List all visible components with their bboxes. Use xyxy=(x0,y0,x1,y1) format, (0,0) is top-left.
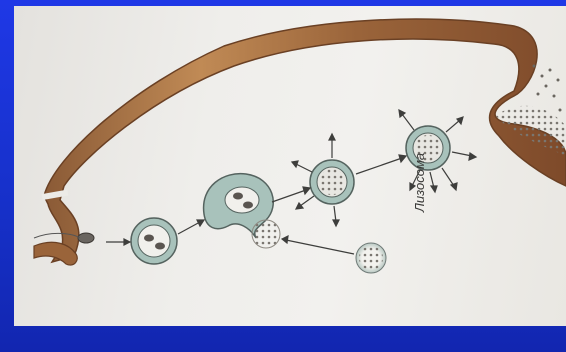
particle-entering xyxy=(78,233,94,243)
phagolysosome-fusion xyxy=(204,174,280,248)
lysosome-label: Лизосома xyxy=(412,153,427,212)
diagram-photo: Лизосома xyxy=(14,6,566,326)
digestive-vacuole-1 xyxy=(310,160,354,204)
cell-membrane xyxy=(44,19,566,262)
phagocytosis-diagram xyxy=(14,6,566,326)
phagosome xyxy=(131,218,177,264)
lysosome xyxy=(356,243,386,273)
